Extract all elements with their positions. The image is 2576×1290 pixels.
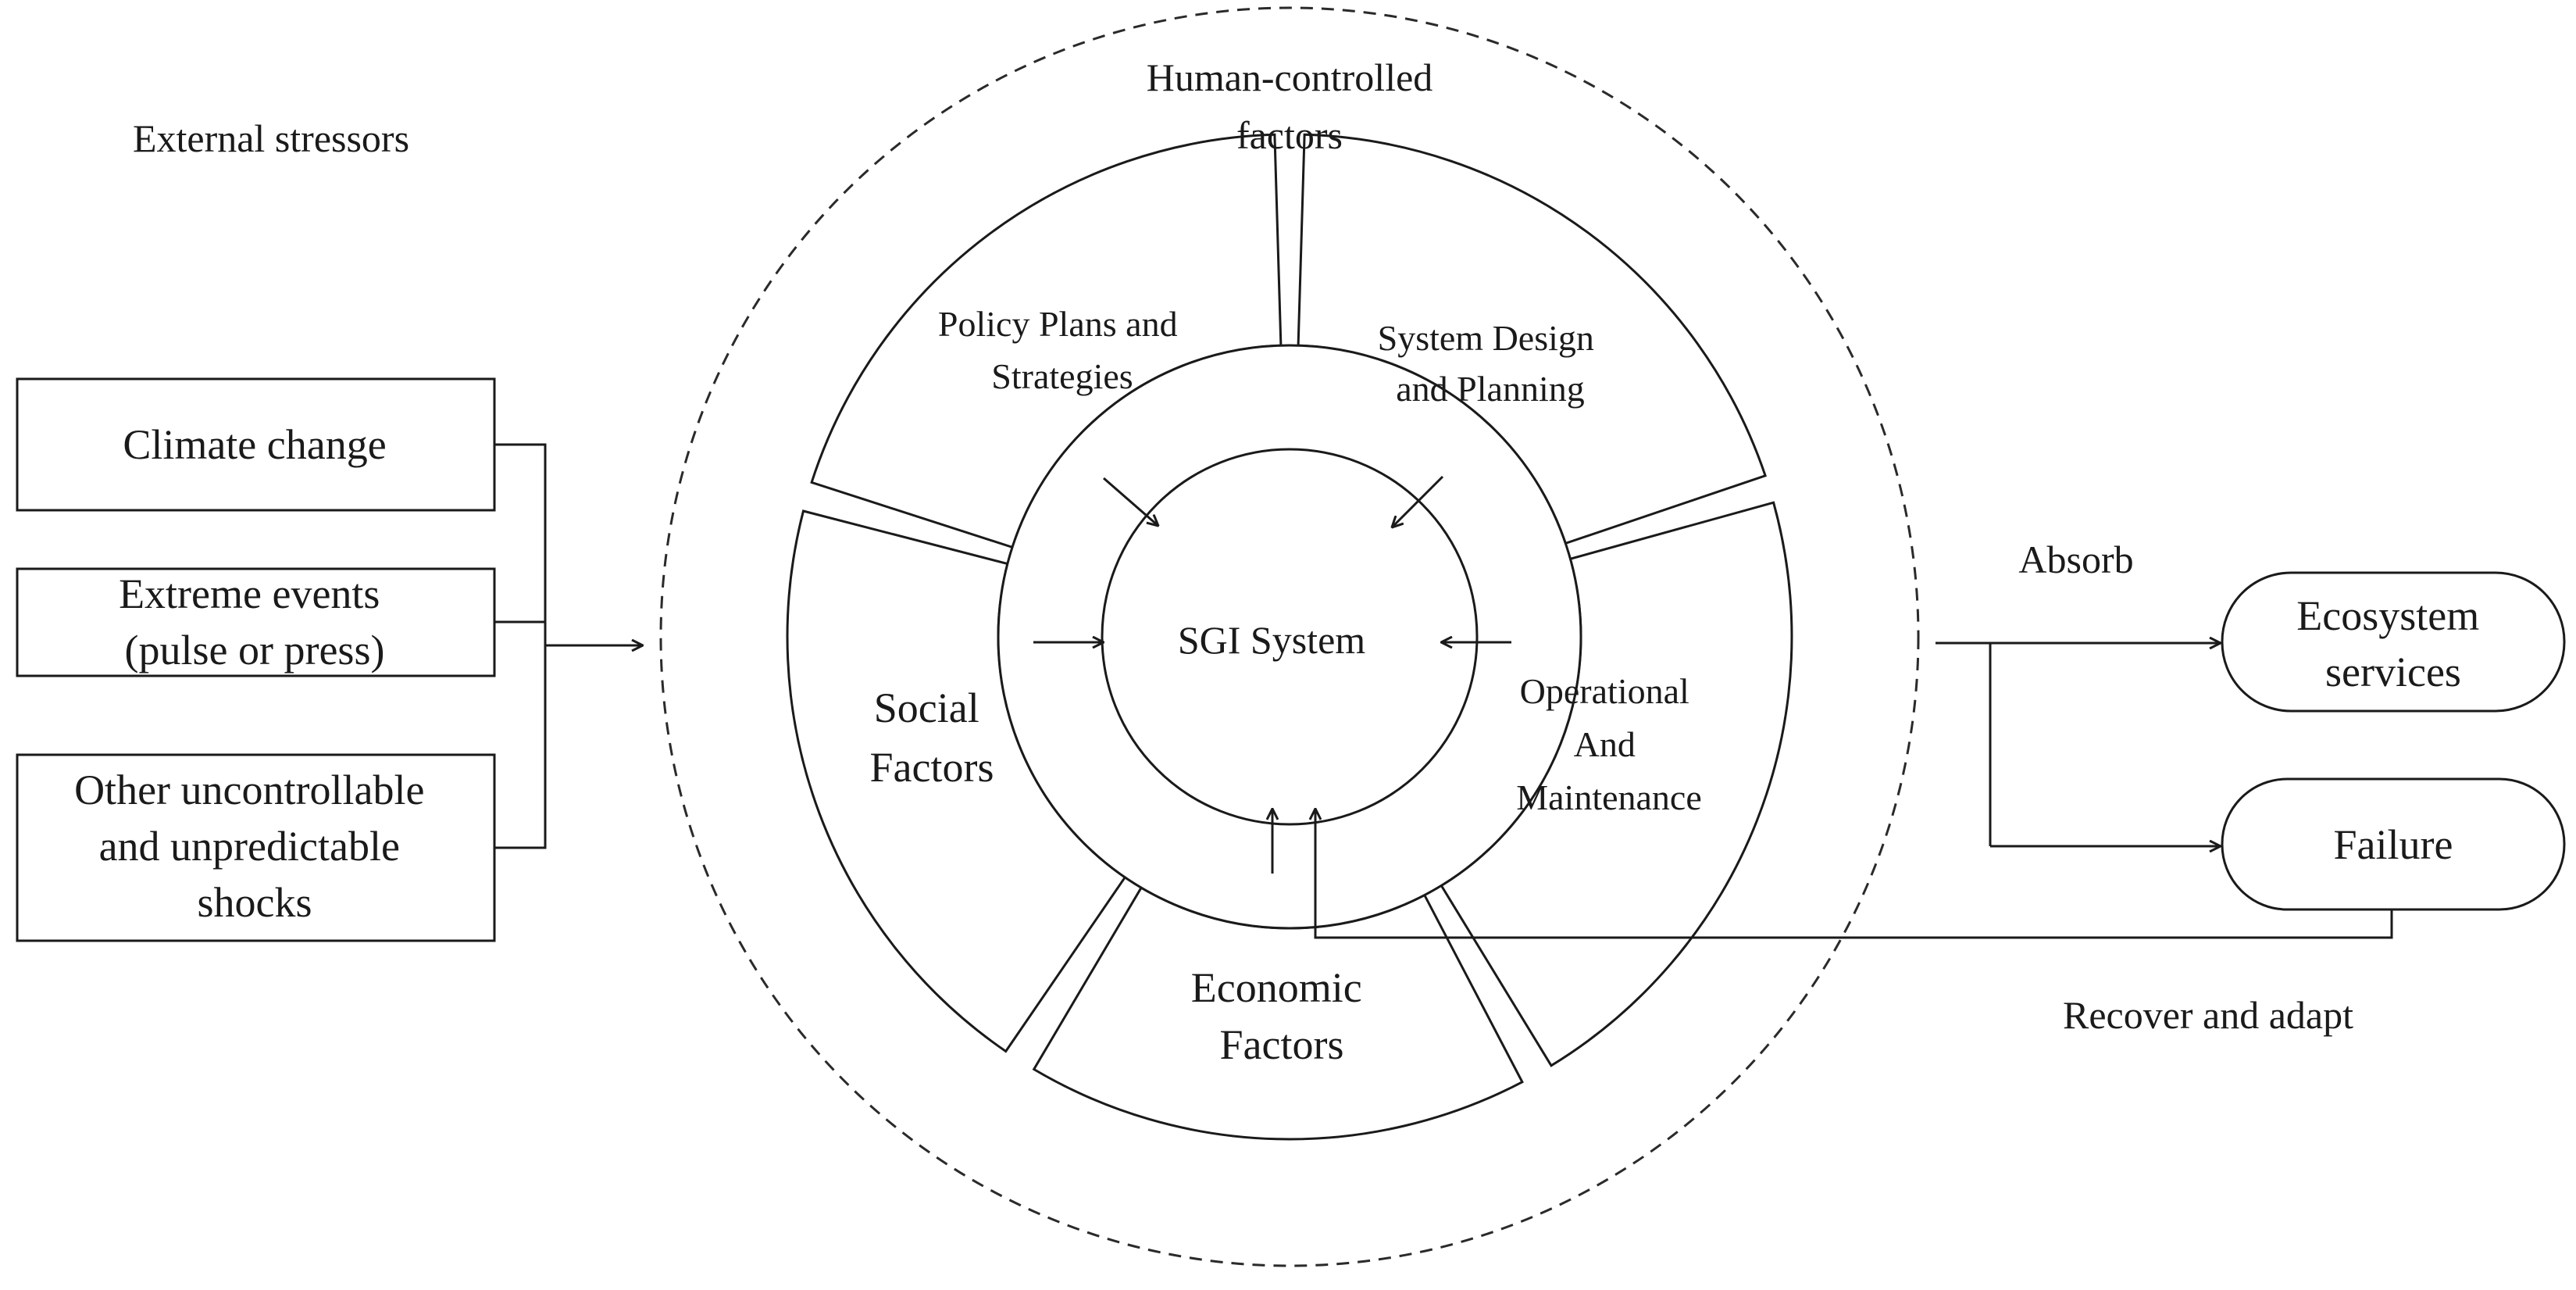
label-human-controlled: Human-controlled xyxy=(1147,55,1433,99)
label-recover-and-adapt: Recover and adapt xyxy=(2063,993,2353,1037)
label-external-stressors: External stressors xyxy=(133,116,409,160)
arrow-design-to-core xyxy=(1392,475,1444,527)
stressor-box-climate-change xyxy=(16,377,496,512)
inner-arrows xyxy=(1033,475,1511,874)
outcome-connector xyxy=(1936,641,1992,846)
factor-design-line-2: and Planning xyxy=(1396,369,1584,409)
factor-operational-line-1: Operational xyxy=(1520,671,1689,711)
factor-social-line-2: Factors xyxy=(870,744,994,791)
factor-design-line-1: System Design xyxy=(1378,318,1594,358)
factor-social: Social Factors xyxy=(870,684,994,791)
stressor-box-other-shocks xyxy=(16,753,496,942)
factor-operational-line-3: Maintenance xyxy=(1516,777,1702,817)
factor-policy-line-1: Policy Plans and xyxy=(938,304,1178,344)
stressor-labels: Climate change Extreme events (pulse or … xyxy=(74,421,435,926)
stressor-bracket xyxy=(494,443,547,849)
outcome-ecosystem-line-1: Ecosystem xyxy=(2296,592,2479,639)
outcome-ecosystem-label: Ecosystem services xyxy=(2296,592,2489,695)
stressor-other-shocks: Other uncontrollable and unpredictable s… xyxy=(74,766,435,926)
factor-economic-line-1: Economic xyxy=(1191,964,1362,1011)
outcome-failure-line: Failure xyxy=(2334,821,2453,868)
factor-labels: Policy Plans and Strategies System Desig… xyxy=(870,304,1702,1068)
system-boundary-dashed-circle xyxy=(659,6,1920,1267)
stressor-other-shocks-line-1: Other uncontrollable xyxy=(74,766,424,813)
stressor-box-extreme-events xyxy=(16,567,496,677)
stressor-extreme-events: Extreme events (pulse or press) xyxy=(119,570,391,674)
stressor-extreme-events-line-2: (pulse or press) xyxy=(125,627,385,674)
stressor-other-shocks-line-3: shocks xyxy=(198,879,312,926)
factor-economic-line-2: Factors xyxy=(1220,1021,1344,1068)
factor-policy-plans: Policy Plans and Strategies xyxy=(938,304,1186,396)
stressor-other-shocks-line-2: and unpredictable xyxy=(99,823,400,870)
arrow-policy-to-core xyxy=(1103,477,1158,526)
outcome-failure-label: Failure xyxy=(2334,821,2453,868)
core-label: SGI System xyxy=(1178,618,1365,662)
factor-operational-line-2: And xyxy=(1574,724,1636,764)
recover-feedback-arrow xyxy=(1315,809,2393,939)
outcome-ecosystem-line-2: services xyxy=(2325,649,2461,695)
factor-system-design: System Design and Planning xyxy=(1378,318,1604,409)
factor-social-line-1: Social xyxy=(874,684,979,731)
stressor-extreme-events-line-1: Extreme events xyxy=(119,570,380,617)
stressor-climate-change: Climate change xyxy=(123,421,386,468)
factor-economic: Economic Factors xyxy=(1191,964,1372,1068)
factor-operational-maintenance: Operational And Maintenance xyxy=(1516,671,1702,817)
stressor-climate-change-line: Climate change xyxy=(123,421,386,468)
factor-policy-line-2: Strategies xyxy=(991,356,1133,396)
outcome-ecosystem-services xyxy=(2221,571,2566,713)
label-human-controlled-factors: factors xyxy=(1236,113,1343,157)
outcome-failure xyxy=(2221,777,2566,911)
outcome-labels: Ecosystem services Failure xyxy=(2296,592,2489,868)
label-absorb: Absorb xyxy=(2018,538,2133,581)
